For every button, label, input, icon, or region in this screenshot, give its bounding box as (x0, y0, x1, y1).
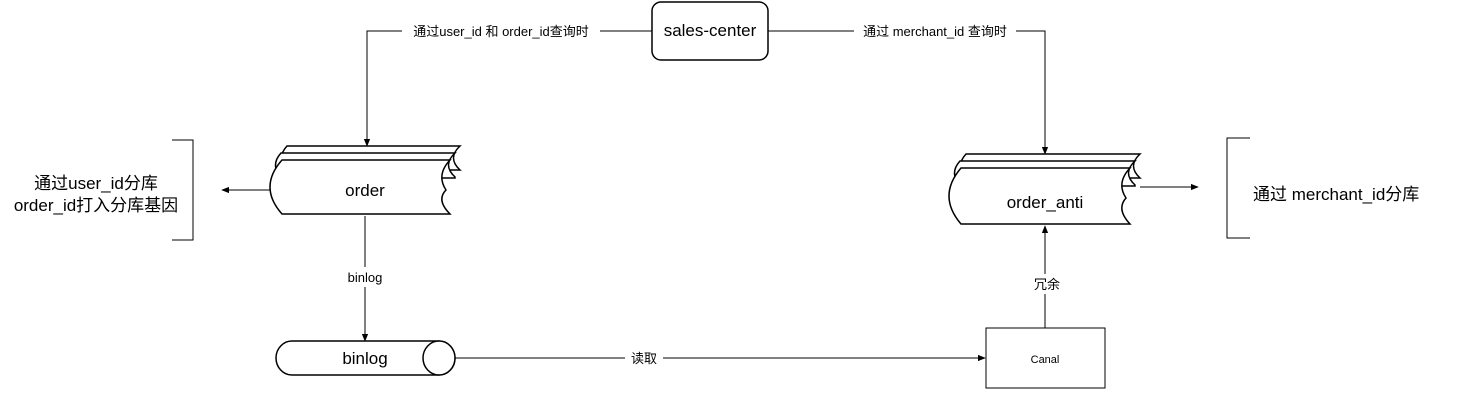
node-label-canal: Canal (1031, 354, 1060, 366)
node-order-anti[interactable]: order_anti (948, 153, 1142, 225)
node-label-binlog: binlog (342, 349, 387, 368)
annotation-order-anti: 通过 merchant_id分库 (1226, 137, 1419, 239)
node-sales-center[interactable]: sales-center (651, 1, 769, 61)
edge-label-binlog-to-canal: 读取 (631, 351, 657, 366)
edge-sales-to-order: 通过user_id 和 order_id查询时 (363, 21, 652, 147)
annotation-order: 通过user_id分库 order_id打入分库基因 (14, 139, 194, 241)
node-label-order: order (345, 181, 385, 200)
node-label-order-anti: order_anti (1007, 193, 1084, 212)
annotation-order-anti-text: 通过 merchant_id分库 (1253, 185, 1419, 204)
annotation-order-line1: 通过user_id分库 (34, 174, 158, 193)
node-binlog[interactable]: binlog (275, 340, 456, 376)
edge-label-order-to-binlog: binlog (348, 270, 383, 285)
edge-order-to-binlog: binlog (343, 216, 387, 342)
node-order[interactable]: order (269, 145, 462, 215)
node-label-sales-center: sales-center (664, 21, 757, 40)
edge-label-sales-to-order: 通过user_id 和 order_id查询时 (413, 24, 589, 39)
node-canal[interactable]: Canal (985, 327, 1106, 389)
edge-canal-to-order-anti: 冗余 (1031, 225, 1063, 328)
edge-label-sales-to-order-anti: 通过 merchant_id 查询时 (863, 24, 1007, 39)
annotation-order-line2: order_id打入分库基因 (14, 196, 178, 215)
edge-label-canal-to-order-anti: 冗余 (1034, 277, 1060, 292)
edge-binlog-to-canal: 读取 (455, 348, 986, 368)
edge-sales-to-order-anti: 通过 merchant_id 查询时 (768, 21, 1049, 155)
